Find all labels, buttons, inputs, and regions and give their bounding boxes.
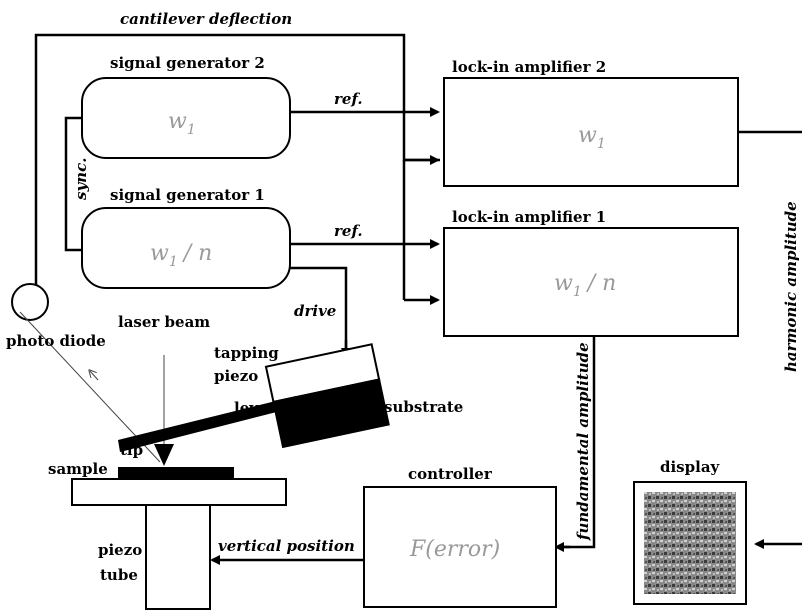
sg2-frequency: w1 bbox=[168, 109, 196, 138]
label-sync: sync. bbox=[72, 158, 90, 200]
sg1-frequency: w1/ n bbox=[150, 241, 212, 270]
label-signal-generator-2: signal generator 2 bbox=[110, 54, 265, 72]
cantilever-lever bbox=[118, 396, 300, 452]
label-substrate: substrate bbox=[384, 398, 463, 416]
label-piezo-tube-2: tube bbox=[100, 566, 138, 584]
label-tapping: tapping bbox=[214, 344, 279, 362]
controller-box bbox=[363, 486, 557, 608]
fundamental-amplitude-wire bbox=[560, 336, 596, 549]
label-fundamental-amplitude: fundamental amplitude bbox=[574, 342, 592, 541]
piezo-tube-body bbox=[145, 504, 211, 610]
label-photo-diode: photo diode bbox=[6, 332, 106, 350]
label-piezo: piezo bbox=[214, 367, 258, 385]
label-controller: controller bbox=[408, 465, 493, 483]
label-lockin-amplifier-2: lock-in amplifier 2 bbox=[452, 58, 606, 76]
label-tip: tip bbox=[120, 441, 143, 459]
label-vertical-position: vertical position bbox=[218, 537, 355, 555]
label-laser-beam: laser beam bbox=[118, 313, 210, 331]
display-image bbox=[644, 492, 736, 594]
la2-frequency: w1 bbox=[578, 123, 606, 152]
cantilever-tip bbox=[154, 444, 174, 466]
label-drive: drive bbox=[294, 302, 336, 320]
label-sample: sample bbox=[48, 460, 108, 478]
signal-generator-2-box bbox=[81, 77, 291, 159]
sample-block bbox=[118, 467, 234, 479]
photo-diode-icon bbox=[11, 283, 49, 321]
label-lockin-amplifier-1: lock-in amplifier 1 bbox=[452, 208, 606, 226]
sample-stage bbox=[71, 478, 287, 506]
label-ref-top: ref. bbox=[334, 90, 363, 108]
label-cantilever-deflection: cantilever deflection bbox=[120, 10, 292, 28]
lockin-amplifier-1-box bbox=[443, 227, 739, 337]
label-piezo-tube-1: piezo bbox=[98, 541, 142, 559]
label-lever: lever bbox=[234, 399, 277, 417]
sync-wire bbox=[64, 116, 82, 252]
la1-frequency: w1/ n bbox=[554, 271, 616, 300]
signal-generator-1-box bbox=[81, 207, 291, 289]
drive-wire bbox=[290, 266, 348, 350]
label-ref-bottom: ref. bbox=[334, 222, 363, 240]
controller-function: F(error) bbox=[409, 537, 500, 562]
label-display: display bbox=[660, 458, 721, 476]
laser-beam-reflected-arrow bbox=[90, 371, 99, 381]
label-signal-generator-1: signal generator 1 bbox=[110, 186, 265, 204]
tapping-piezo-assembly bbox=[264, 343, 390, 449]
lockin-amplifier-2-box bbox=[443, 77, 739, 187]
label-harmonic-amplitude: harmonic amplitude bbox=[782, 201, 800, 372]
